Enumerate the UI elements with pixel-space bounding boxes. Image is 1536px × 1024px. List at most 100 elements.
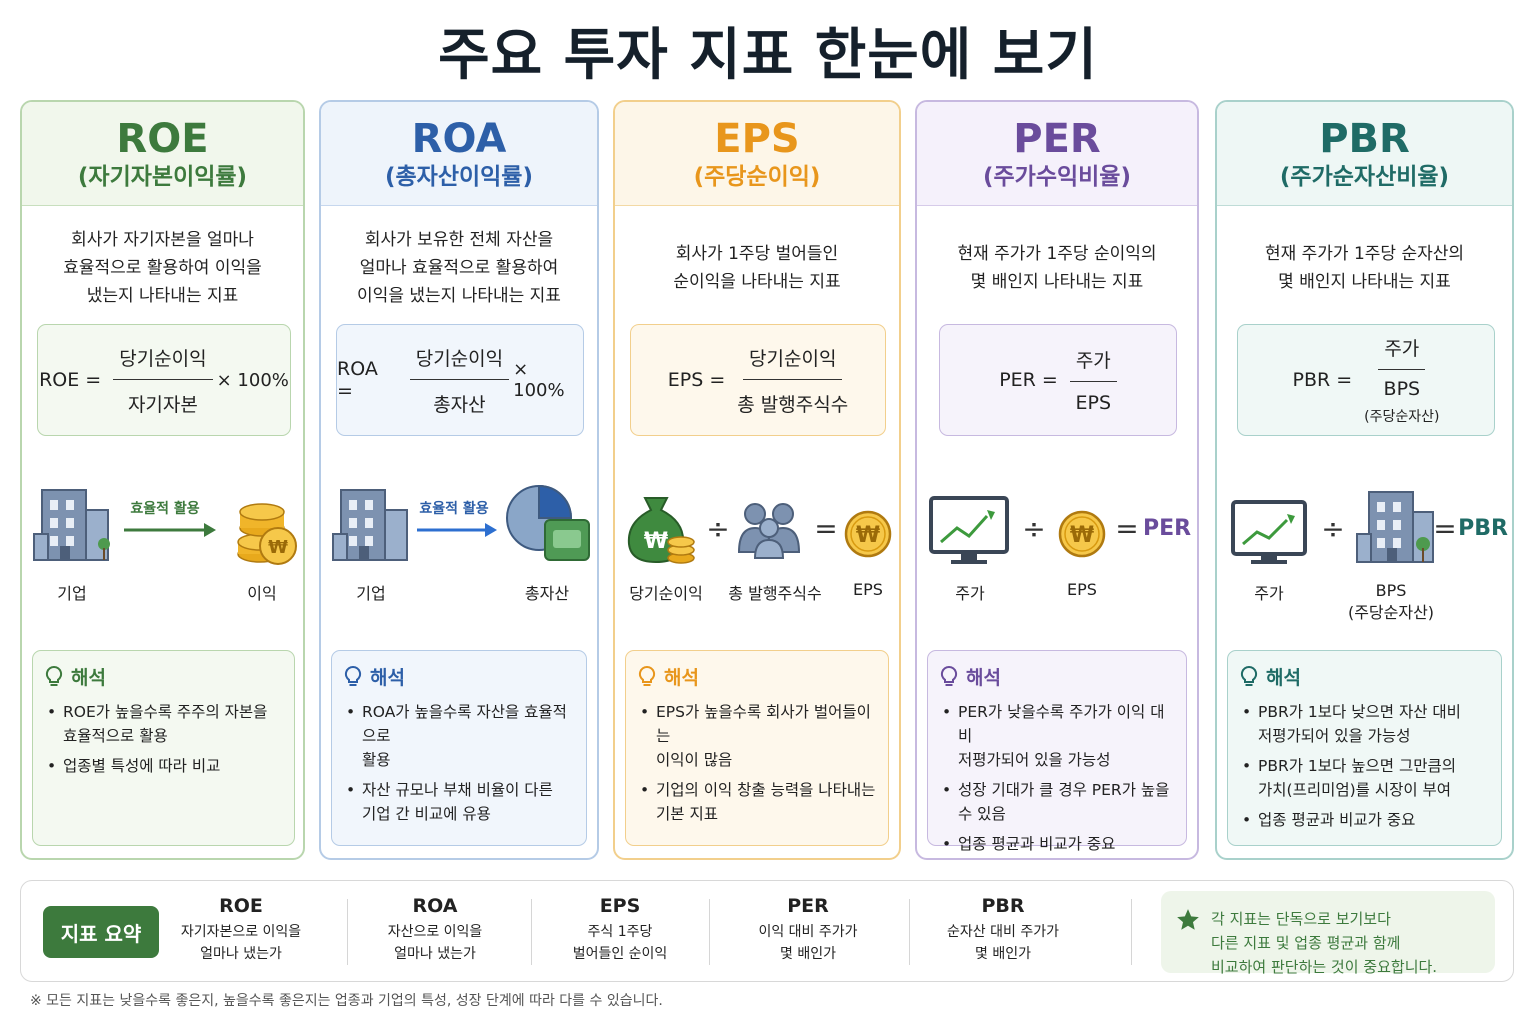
formula-denominator: BPS [1383,378,1421,400]
illus-right-label: 이익 [247,584,277,603]
formula-tail: × 100% [513,359,565,401]
interpretation-title: 해석 [966,667,1001,689]
card-header: PBR (주가순자산비율) [1217,102,1512,206]
building-icon [332,489,408,561]
divider [1131,899,1132,965]
card-title: PER [1013,116,1101,162]
card-title: ROE [116,116,209,162]
summary-item-eps: EPS 주식 1주당 벌어들인 순이익 [573,895,668,965]
card-subtitle: (총자산이익률) [385,164,533,190]
description-text: 회사가 1주당 벌어들인 순이익을 나타내는 지표 [673,244,841,292]
summary-item-roa: ROA 자산으로 이익을 얼마나 냈는가 [388,895,483,965]
lightbulb-icon [45,665,63,686]
building-icon [1356,491,1434,563]
money-bag-icon: ₩ [627,497,695,564]
star-icon [1177,909,1199,930]
interpretation-item: PER가 낮을수록 주가가 이익 대비 저평가되어 있을 가능성 [940,700,1174,772]
illustration: ₩ ÷ = PER 주가 EPS [917,482,1197,632]
illus-label-bps: BPS (주당순자산) [1347,581,1435,622]
formula-numerator: 주가 [1378,334,1426,370]
won-coin-icon: ₩ [1058,510,1106,558]
interpretation-box: 해석 PER가 낮을수록 주가가 이익 대비 저평가되어 있을 가능성 성장 기… [927,650,1187,856]
summary-item-per: PER 이익 대비 주가가 몇 배인가 [758,895,857,965]
summary-item-roe: ROE 자기자본으로 이익을 얼마나 냈는가 [181,895,301,965]
summary-item-desc: 주식 1주당 벌어들인 순이익 [572,924,668,962]
roe-illustration-svg: ₩ [33,489,297,565]
interpretation-list: ROE가 높을수록 주주의 자본을 효율적으로 활용 업종별 특성에 따라 비교 [45,700,282,778]
divide-operator: ÷ [1321,512,1345,545]
interpretation-item: 성장 기대가 클 경우 PER가 높을 수 있음 [940,778,1174,826]
illus-left-label: 기업 [57,584,87,603]
per-illustration-svg: ₩ [929,496,1106,564]
divider [347,899,348,965]
formula-lhs: ROA = [337,358,378,402]
interpretation-list: EPS가 높을수록 회사가 벌어들이는 이익이 많음 기업의 이익 창출 능력을… [638,700,876,826]
card-subtitle: (주가순자산비율) [1279,164,1450,190]
divide-operator: ÷ [1022,512,1046,545]
interpretation-header: 해석 [940,663,1174,690]
summary-note-text: 각 지표는 단독으로 보기보다 다른 지표 및 업종 평균과 함께 비교하여 판… [1211,910,1438,976]
summary-item-desc: 순자산 대비 주가가 몇 배인가 [947,924,1059,962]
formula-numerator: 당기순이익 [113,344,213,380]
description-text: 회사가 보유한 전체 자산을 얼마나 효율적으로 활용하여 이익을 냈는지 나타… [357,230,561,306]
building-icon [33,489,110,561]
formula-lhs: PER = [999,369,1058,391]
formula-fraction: 당기순이익 총 발행주식수 [737,344,848,417]
formula-box: ROA = 당기순이익 총자산 × 100% [336,324,584,436]
interpretation-header: 해석 [1240,663,1489,690]
svg-text:₩: ₩ [856,523,880,548]
assets-pie-icon [506,484,590,561]
formula-box: PBR = 주가 BPS (주당순자산) [1237,324,1495,436]
card-title: EPS [714,116,800,162]
footnote: ※ 모든 지표는 낮을수록 좋은지, 높을수록 좋은지는 업종과 기업의 특성,… [30,993,663,1009]
interpretation-header: 해석 [638,663,876,690]
interpretation-title: 해석 [71,667,106,689]
card-subtitle: (자기자본이익률) [77,164,248,190]
card-title: PBR [1319,116,1410,162]
card-header: PER (주가수익비율) [917,102,1197,206]
card-header: EPS (주당순이익) [615,102,899,206]
interpretation-item: 자산 규모나 부채 비율이 다른 기업 간 비교에 유용 [344,778,574,826]
illus-left-label: 기업 [356,584,386,603]
interpretation-item: ROE가 높을수록 주주의 자본을 효율적으로 활용 [45,700,282,748]
illus-right-label: 총자산 [524,584,570,603]
eps-illustration-svg: ₩ ₩ [627,497,892,564]
lightbulb-icon [638,665,656,686]
illus-label-price: 주가 [955,584,985,603]
page-title: 주요 투자 지표 한눈에 보기 [438,23,1098,88]
card-roe: ROE (자기자본이익률) 회사가 자기자본을 얼마나 효율적으로 활용하여 이… [20,100,305,860]
lightbulb-icon [344,665,362,686]
card-header: ROA (총자산이익률) [321,102,597,206]
stock-chart-icon [1231,500,1307,564]
coins-icon: ₩ [237,503,297,565]
won-coin-icon: ₩ [844,510,892,558]
illustration: 효율적 활용 기업 총자산 [321,482,597,632]
card-subtitle: (주가수익비율) [983,164,1131,190]
formula-box: EPS = 당기순이익 총 발행주식수 [630,324,886,436]
summary-item-name: ROE [219,895,263,917]
formula-lhs: ROE = [39,369,102,391]
summary-bar: 지표 요약 ROE 자기자본으로 이익을 얼마나 냈는가 ROA 자산으로 이익… [20,880,1514,982]
illustration: ÷ = PBR 주가 BPS (주당순자산) [1217,482,1512,632]
card-per: PER (주가수익비율) 현재 주가가 1주당 순이익의 몇 배인지 나타내는 … [915,100,1199,860]
illustration: ₩ ₩ ÷ = 당기순이익 총 발행주식수 EPS [615,482,899,632]
svg-text:₩: ₩ [1070,523,1094,548]
interpretation-header: 해석 [45,663,282,690]
illus-label-eps: EPS [853,580,883,599]
formula-fraction: 주가 BPS (주당순자산) [1364,334,1439,426]
formula-numerator: 주가 [1069,346,1117,382]
card-description: 회사가 자기자본을 얼마나 효율적으로 활용하여 이익을 냈는지 나타내는 지표 [32,218,293,318]
summary-item-desc: 이익 대비 주가가 몇 배인가 [758,924,858,962]
illustration: ₩ 효율적 활용 기업 이익 [22,482,303,632]
interpretation-title: 해석 [664,667,699,689]
interpretation-box: 해석 ROA가 높을수록 자산을 효율적으로 활용 자산 규모나 부채 비율이 … [331,650,587,846]
lightbulb-icon [1240,665,1258,686]
interpretation-item: EPS가 높을수록 회사가 벌어들이는 이익이 많음 [638,700,876,772]
formula-lhs: EPS = [667,369,726,391]
formula-fraction: 당기순이익 자기자본 [113,344,213,417]
formula-box: PER = 주가 EPS [939,324,1177,436]
summary-item-name: ROA [412,895,458,917]
illus-label-price: 주가 [1254,584,1284,603]
card-description: 현재 주가가 1주당 순이익의 몇 배인지 나타내는 지표 [927,218,1187,318]
formula-denominator: 자기자본 [127,393,198,416]
